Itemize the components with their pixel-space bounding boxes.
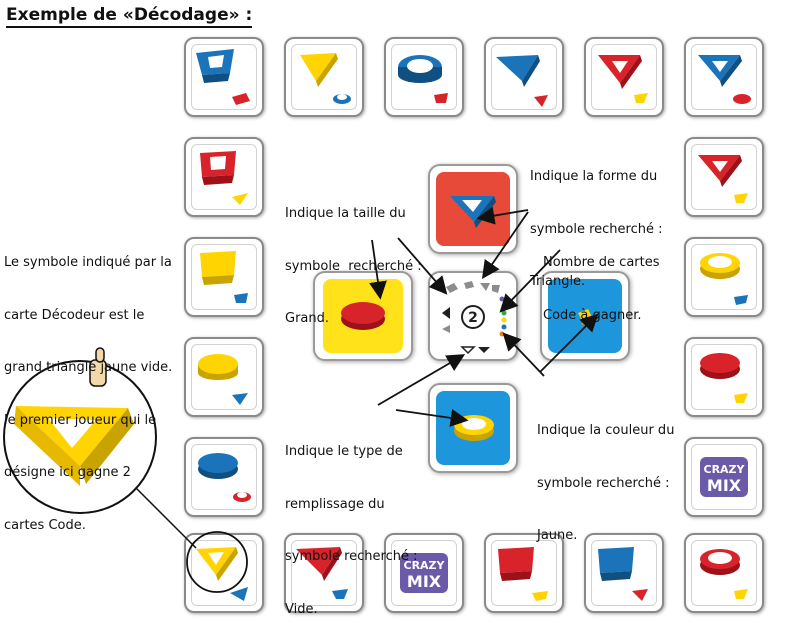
card-bottom-4 <box>484 533 564 613</box>
card-bottom-5 <box>584 533 664 613</box>
card-top-1 <box>184 37 264 117</box>
note-size: Indique la taille du symbole recherché :… <box>285 206 422 326</box>
logo-word-crazy: CRAZY <box>704 463 746 476</box>
card-bottom-6 <box>684 533 764 613</box>
card-top-6 <box>684 37 764 117</box>
card-bottom-2 <box>284 533 364 613</box>
card-right-1 <box>684 137 764 217</box>
logo-word-mix: MIX <box>707 476 742 495</box>
note-shape: Indique la forme du symbole recherché : … <box>530 169 663 289</box>
card-top-4 <box>484 37 564 117</box>
note-count: Nombre de cartes Code à gagner. <box>543 255 660 323</box>
card-logo-bottom: CRAZY MIX <box>384 533 464 613</box>
card-left-1 <box>184 137 264 217</box>
logo-word-mix: MIX <box>407 572 442 591</box>
card-right-2 <box>684 237 764 317</box>
card-top-5 <box>584 37 664 117</box>
card-shape-triangle <box>428 164 518 254</box>
note-fill: Indique le type de remplissage du symbol… <box>285 444 418 617</box>
card-fill-empty <box>428 383 518 473</box>
card-top-2 <box>284 37 364 117</box>
card-right-3 <box>684 337 764 417</box>
card-left-2 <box>184 237 264 317</box>
card-top-3 <box>384 37 464 117</box>
card-logo-right: CRAZY MIX <box>684 437 764 517</box>
note-left-explanation: Le symbole indiqué par la carte Décodeur… <box>4 255 173 533</box>
decoder-number: 2 <box>468 310 478 326</box>
card-left-3 <box>184 337 264 417</box>
page-title: Exemple de «Décodage» : <box>6 4 253 28</box>
logo-word-crazy: CRAZY <box>404 559 446 572</box>
note-color: Indique la couleur du symbole recherché … <box>537 423 675 543</box>
card-bottom-1 <box>184 533 264 613</box>
card-left-4 <box>184 437 264 517</box>
